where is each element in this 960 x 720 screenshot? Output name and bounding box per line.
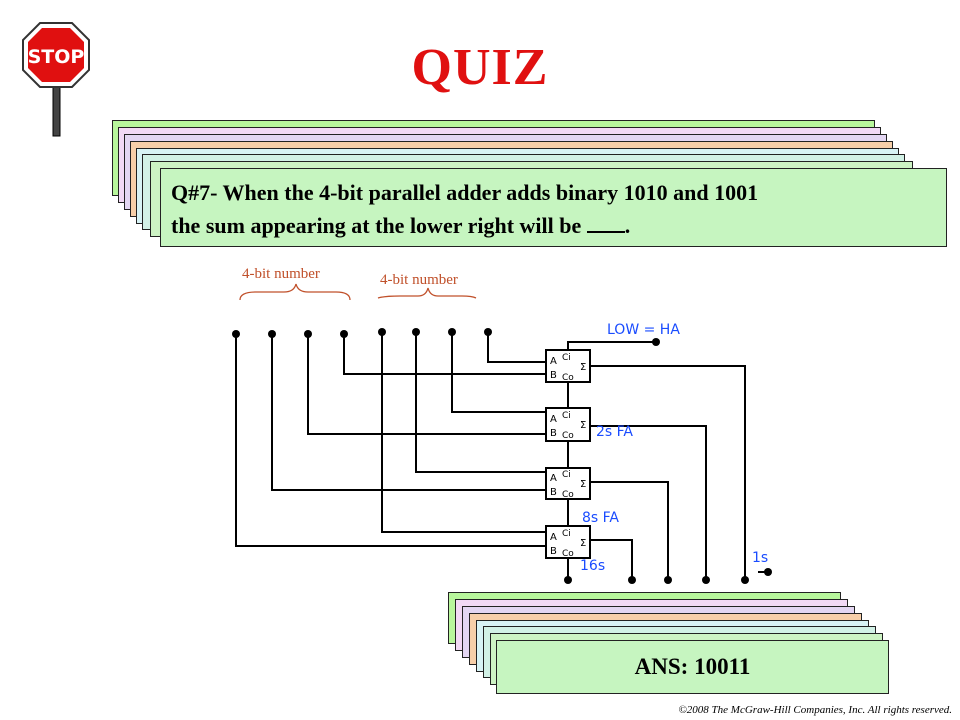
- svg-text:Co: Co: [562, 490, 574, 500]
- adder-box-4: A Ci Σ B Co: [545, 525, 591, 559]
- low-ha-label: LOW = HA: [607, 322, 680, 338]
- svg-text:A: A: [550, 532, 557, 543]
- question-card: Q#7- When the 4-bit parallel adder adds …: [160, 168, 947, 247]
- adder-label-8s: 8s FA: [582, 510, 619, 526]
- output-label-1s: 1s: [752, 550, 768, 566]
- answer-card: ANS: 10011: [496, 640, 889, 694]
- svg-text:A: A: [550, 356, 557, 367]
- question-line-1: Q#7- When the 4-bit parallel adder adds …: [171, 180, 759, 205]
- svg-text:B: B: [550, 546, 557, 557]
- svg-text:Ci: Ci: [562, 470, 571, 480]
- svg-text:B: B: [550, 487, 557, 498]
- adder-box-2: A Ci Σ B Co: [545, 407, 591, 442]
- right-number-label: 4-bit number: [380, 272, 458, 288]
- svg-text:A: A: [550, 473, 557, 484]
- question-line-2: the sum appearing at the lower right wil…: [171, 209, 936, 242]
- svg-text:Σ: Σ: [580, 479, 586, 490]
- adder-box-3: A Ci Σ B Co: [545, 467, 591, 500]
- adder-label-16s: 16s: [580, 558, 605, 574]
- left-number-label: 4-bit number: [242, 266, 320, 282]
- svg-text:Ci: Ci: [562, 353, 571, 363]
- adder-box-1: A Ci Σ B Co: [545, 349, 591, 383]
- page-title: QUIZ: [411, 39, 549, 96]
- adder-label-2s: 2s FA: [596, 424, 633, 440]
- question-line-2-text: the sum appearing at the lower right wil…: [171, 213, 587, 238]
- answer-blank: [586, 211, 625, 233]
- svg-text:Co: Co: [562, 431, 574, 441]
- svg-text:Σ: Σ: [580, 420, 586, 431]
- svg-text:Ci: Ci: [562, 529, 571, 539]
- svg-text:Σ: Σ: [580, 538, 586, 549]
- svg-text:Σ: Σ: [580, 362, 586, 373]
- svg-text:A: A: [550, 414, 557, 425]
- svg-text:B: B: [550, 428, 557, 439]
- svg-text:B: B: [550, 370, 557, 381]
- stop-sign-text: STOP: [28, 46, 85, 68]
- svg-text:Ci: Ci: [562, 411, 571, 421]
- copyright-notice: ©2008 The McGraw-Hill Companies, Inc. Al…: [678, 704, 952, 716]
- svg-text:Co: Co: [562, 373, 574, 383]
- stop-sign-icon: STOP: [22, 22, 90, 137]
- question-line-2-end: .: [624, 213, 631, 238]
- svg-text:Co: Co: [562, 549, 574, 559]
